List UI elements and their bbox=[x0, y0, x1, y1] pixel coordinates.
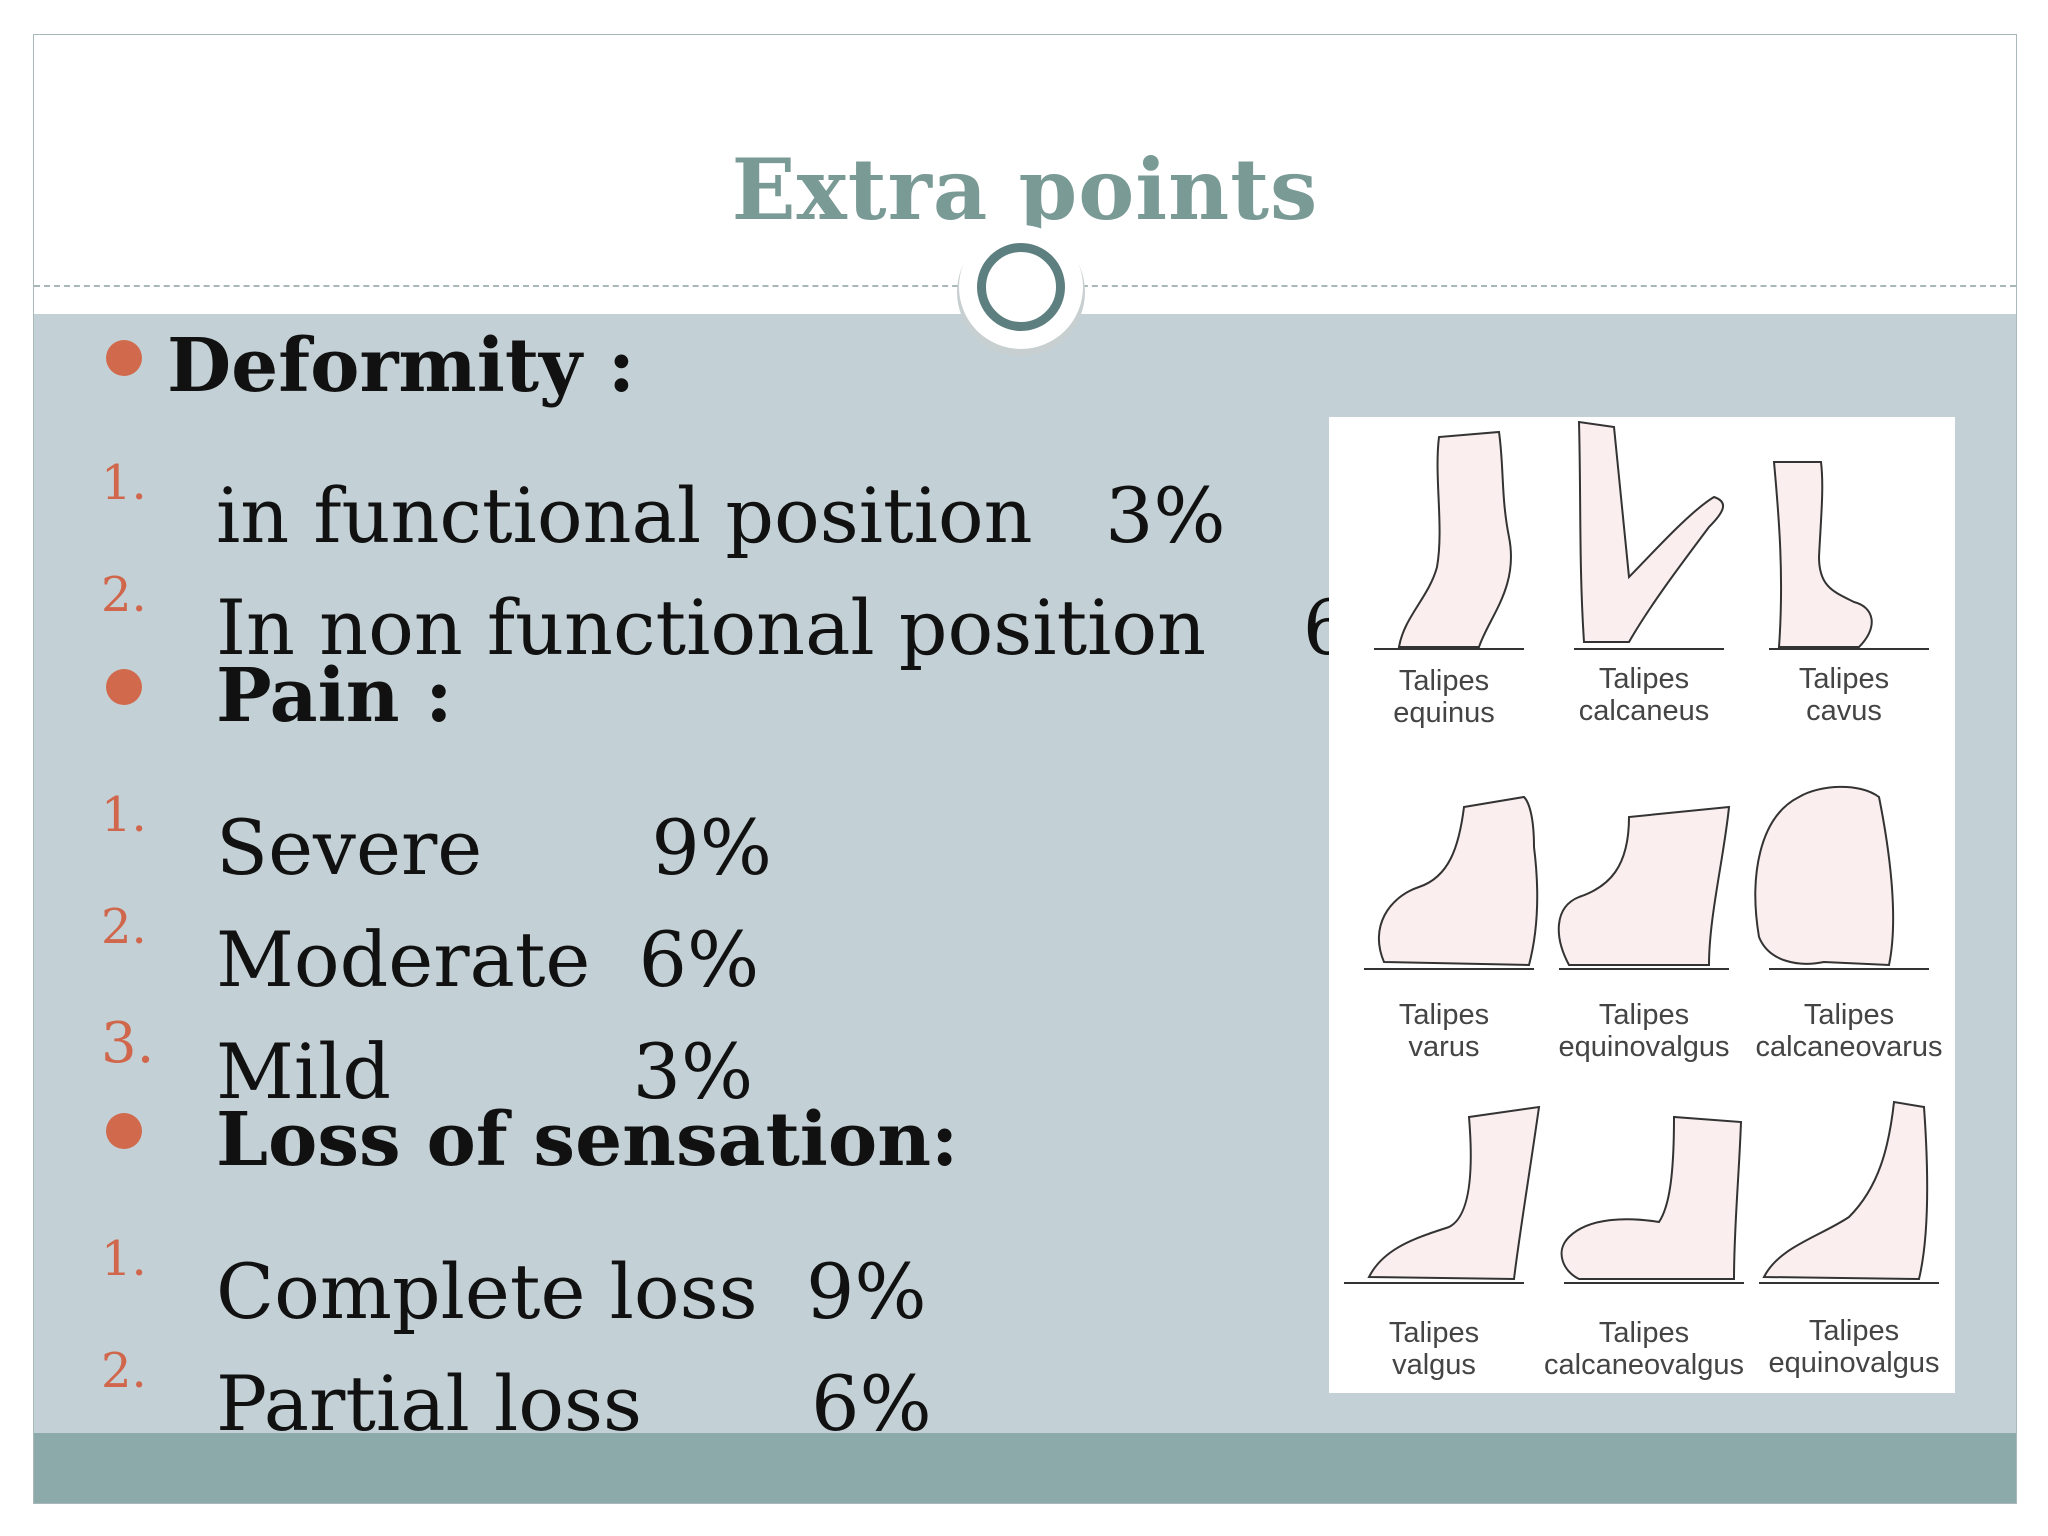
list-item: 2. Moderate 6% bbox=[34, 877, 759, 1004]
caption-talipes-calcaneus: Talipes calcaneus bbox=[1578, 663, 1710, 727]
foot-equinovalgus-icon bbox=[1557, 805, 1731, 966]
list-item: 1. Complete loss 9% bbox=[34, 1209, 927, 1336]
section-heading-loss-of-sensation: Loss of sensation: bbox=[216, 1097, 959, 1183]
list-item: 1. in functional position 3% bbox=[34, 433, 1226, 560]
list-item: 3. Mild 3% bbox=[34, 989, 753, 1116]
list-number: 1. bbox=[101, 455, 147, 511]
caption-talipes-varus: Talipes varus bbox=[1398, 999, 1490, 1063]
list-number: 3. bbox=[101, 1011, 155, 1076]
list-number: 2. bbox=[101, 567, 147, 623]
foot-deformities-figure: Talipes equinus Talipes calcaneus Talipe… bbox=[1329, 417, 1955, 1393]
foot-illustrations bbox=[1344, 420, 1939, 1284]
footer-bar bbox=[34, 1433, 2016, 1503]
caption-talipes-valgus: Talipes valgus bbox=[1388, 1317, 1480, 1381]
list-item-text: in functional position 3% bbox=[216, 471, 1226, 560]
bullet-icon bbox=[106, 1113, 142, 1149]
bullet-icon bbox=[106, 340, 142, 376]
caption-talipes-calcaneovalgus: Talipes calcaneovalgus bbox=[1544, 1317, 1744, 1381]
ring-icon bbox=[977, 243, 1065, 331]
list-number: 2. bbox=[101, 1343, 147, 1399]
foot-calcaneovarus-icon bbox=[1754, 785, 1895, 967]
section-heading-deformity: Deformity : bbox=[167, 323, 636, 409]
foot-calcaneus-icon bbox=[1577, 420, 1724, 643]
list-number: 1. bbox=[101, 787, 147, 843]
slide-title: Extra points bbox=[731, 140, 1319, 239]
foot-equinus-icon bbox=[1397, 430, 1512, 648]
caption-talipes-cavus: Talipes cavus bbox=[1798, 663, 1890, 727]
divider-ornament bbox=[959, 225, 1083, 349]
caption-talipes-calcaneovarus: Talipes calcaneovarus bbox=[1755, 999, 1943, 1063]
list-item: 2. Partial loss 6% bbox=[34, 1321, 932, 1448]
caption-talipes-equinovalgus: Talipes equinovalgus bbox=[1558, 999, 1730, 1063]
foot-calcaneovalgus-icon bbox=[1560, 1115, 1743, 1280]
bullet-icon bbox=[106, 669, 142, 705]
list-item: 2. In non functional position 6% bbox=[34, 545, 1423, 672]
list-number: 1. bbox=[101, 1231, 147, 1287]
list-item: 1. Severe 9% bbox=[34, 765, 772, 892]
caption-talipes-equinovalgus: Talipes equinovalgus bbox=[1768, 1315, 1940, 1379]
foot-valgus-icon bbox=[1367, 1105, 1541, 1281]
list-item-text: Severe 9% bbox=[216, 803, 772, 892]
list-item-text: Complete loss 9% bbox=[216, 1247, 927, 1336]
list-number: 2. bbox=[101, 899, 147, 955]
section-heading-pain: Pain : bbox=[216, 653, 453, 739]
list-item-text: Mild 3% bbox=[216, 1027, 754, 1116]
slide: Extra points Deformity : 1. in functiona… bbox=[33, 34, 2017, 1504]
foot-equinovalgus-icon bbox=[1762, 1100, 1929, 1281]
foot-cavus-icon bbox=[1772, 461, 1873, 648]
caption-talipes-equinus: Talipes equinus bbox=[1393, 665, 1495, 729]
foot-varus-icon bbox=[1378, 795, 1539, 967]
list-item-text: Moderate 6% bbox=[216, 915, 760, 1004]
